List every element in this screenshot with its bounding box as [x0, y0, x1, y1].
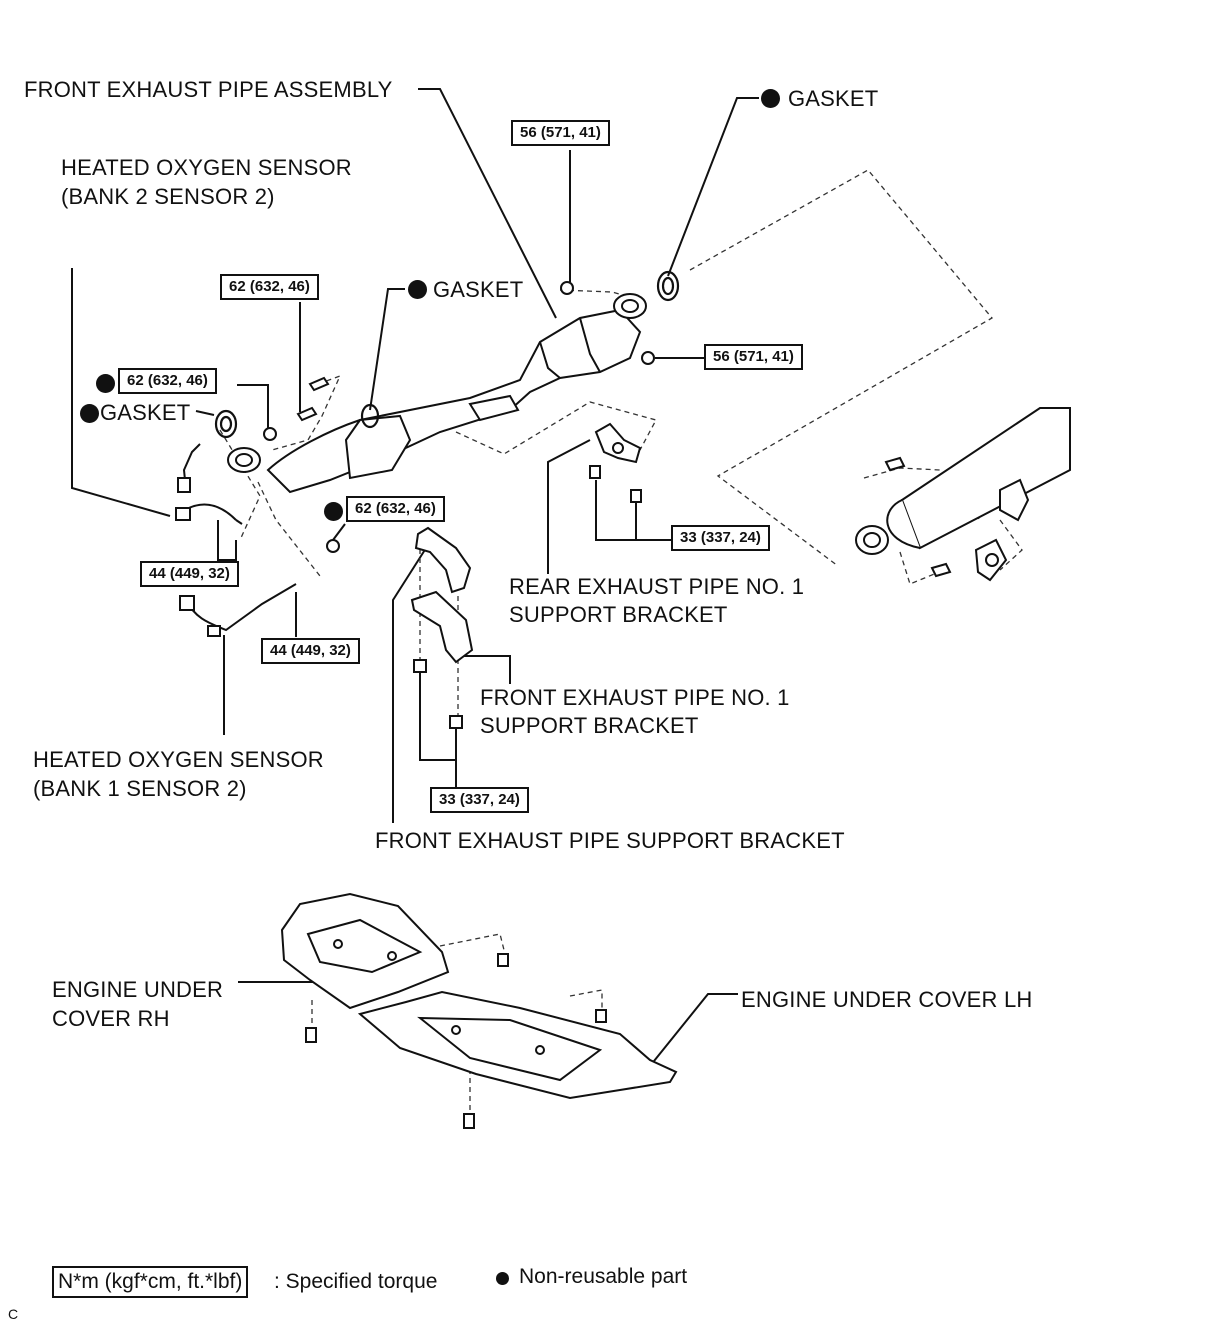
legend-nonreusable-text: Non-reusable part — [519, 1265, 688, 1288]
leader-gasket-mid — [369, 288, 405, 411]
label-rear-bracket-line2: SUPPORT BRACKET — [509, 602, 728, 627]
cover-bolt-c — [305, 1027, 317, 1043]
gasket-ring-mid — [360, 403, 380, 429]
bolt-rear-a — [589, 465, 601, 479]
legend-torque-unit-box: N*m (kgf*cm, ft.*lbf) — [52, 1266, 249, 1298]
torque-44-b: 44 (449, 32) — [261, 638, 360, 664]
cover-bolt-b — [595, 1009, 607, 1023]
leader-44a — [217, 520, 237, 561]
bolt-62-top-a — [308, 376, 330, 392]
leader-cover-lh — [649, 993, 738, 1067]
leader-front-no1 — [462, 655, 511, 684]
bolt-muffler-a — [884, 456, 906, 472]
bolt-muffler-b — [930, 562, 952, 578]
legend-torque-text: : Specified torque — [274, 1270, 438, 1293]
bolt-front-a — [413, 659, 427, 673]
label-cover-rh-line2: COVER RH — [52, 1006, 170, 1031]
oxygen-sensor-icon — [175, 443, 297, 637]
label-rear-bracket-line1: REAR EXHAUST PIPE NO. 1 — [509, 574, 805, 599]
gasket-ring-top — [656, 270, 680, 302]
front-exhaust-pipe-icon — [227, 293, 647, 494]
bolt-front-b — [449, 715, 463, 729]
nonreusable-dot-icon — [408, 280, 427, 299]
label-cover-lh: ENGINE UNDER COVER LH — [741, 987, 1033, 1012]
leader-62-mid — [332, 523, 346, 541]
bolt-rear-b — [630, 489, 642, 503]
leader-33-rear — [595, 480, 671, 541]
legend-nonreusable-dot-icon — [496, 1272, 509, 1285]
label-ho2-bank2-line2: (BANK 2 SENSOR 2) — [61, 184, 275, 209]
engine-under-cover-rh-icon — [280, 892, 450, 1010]
label-front-exhaust-pipe-assembly: FRONT EXHAUST PIPE ASSEMBLY — [24, 77, 393, 102]
cover-bolt-d — [463, 1113, 475, 1129]
torque-62-left: 62 (632, 46) — [118, 368, 217, 394]
leader-front-support — [392, 544, 429, 823]
torque-44-a: 44 (449, 32) — [140, 561, 239, 587]
label-ho2-bank1-line2: (BANK 1 SENSOR 2) — [33, 776, 247, 801]
label-gasket-mid: GASKET — [433, 277, 524, 302]
label-ho2-bank1-line1: HEATED OXYGEN SENSOR — [33, 747, 324, 772]
label-front-no1-line1: FRONT EXHAUST PIPE NO. 1 — [480, 685, 790, 710]
rear-muffler-icon — [855, 407, 1071, 582]
front-support-bracket-icon — [410, 526, 474, 664]
torque-62-top: 62 (632, 46) — [220, 274, 319, 300]
leader-62-left — [237, 384, 269, 428]
leader-ho2-bank2 — [71, 268, 171, 517]
cover-bolt-a — [497, 953, 509, 967]
nut-62-mid — [326, 539, 340, 553]
torque-62-mid: 62 (632, 46) — [346, 496, 445, 522]
torque-33-front: 33 (337, 24) — [430, 787, 529, 813]
label-cover-rh-line1: ENGINE UNDER — [52, 977, 224, 1002]
corner-mark: C — [8, 1306, 19, 1322]
leader-33-front — [419, 668, 456, 761]
gasket-ring-left — [214, 409, 238, 439]
label-gasket-left: GASKET — [100, 400, 191, 425]
nonreusable-dot-icon — [96, 374, 115, 393]
nonreusable-dot-icon — [324, 502, 343, 521]
leader-gasket-top — [667, 97, 759, 277]
nut-56-right — [641, 351, 655, 365]
torque-33-rear: 33 (337, 24) — [671, 525, 770, 551]
nonreusable-dot-icon — [761, 89, 780, 108]
torque-56-right: 56 (571, 41) — [704, 344, 803, 370]
engine-under-cover-lh-icon — [357, 990, 678, 1100]
leader-gasket-left — [195, 410, 215, 416]
leader-rear-bracket — [547, 439, 591, 574]
torque-56-top: 56 (571, 41) — [511, 120, 610, 146]
rear-support-bracket-icon — [594, 422, 642, 464]
nonreusable-dot-icon — [80, 404, 99, 423]
label-ho2-bank2-line1: HEATED OXYGEN SENSOR — [61, 155, 352, 180]
nut-62-left — [263, 427, 277, 441]
label-front-support-bracket: FRONT EXHAUST PIPE SUPPORT BRACKET — [375, 828, 845, 853]
leader-front-exhaust-assembly — [418, 88, 557, 319]
label-gasket-top: GASKET — [788, 86, 879, 111]
label-front-no1-line2: SUPPORT BRACKET — [480, 713, 699, 738]
bolt-62-top-b — [296, 406, 318, 422]
nut-56-top — [560, 281, 574, 295]
